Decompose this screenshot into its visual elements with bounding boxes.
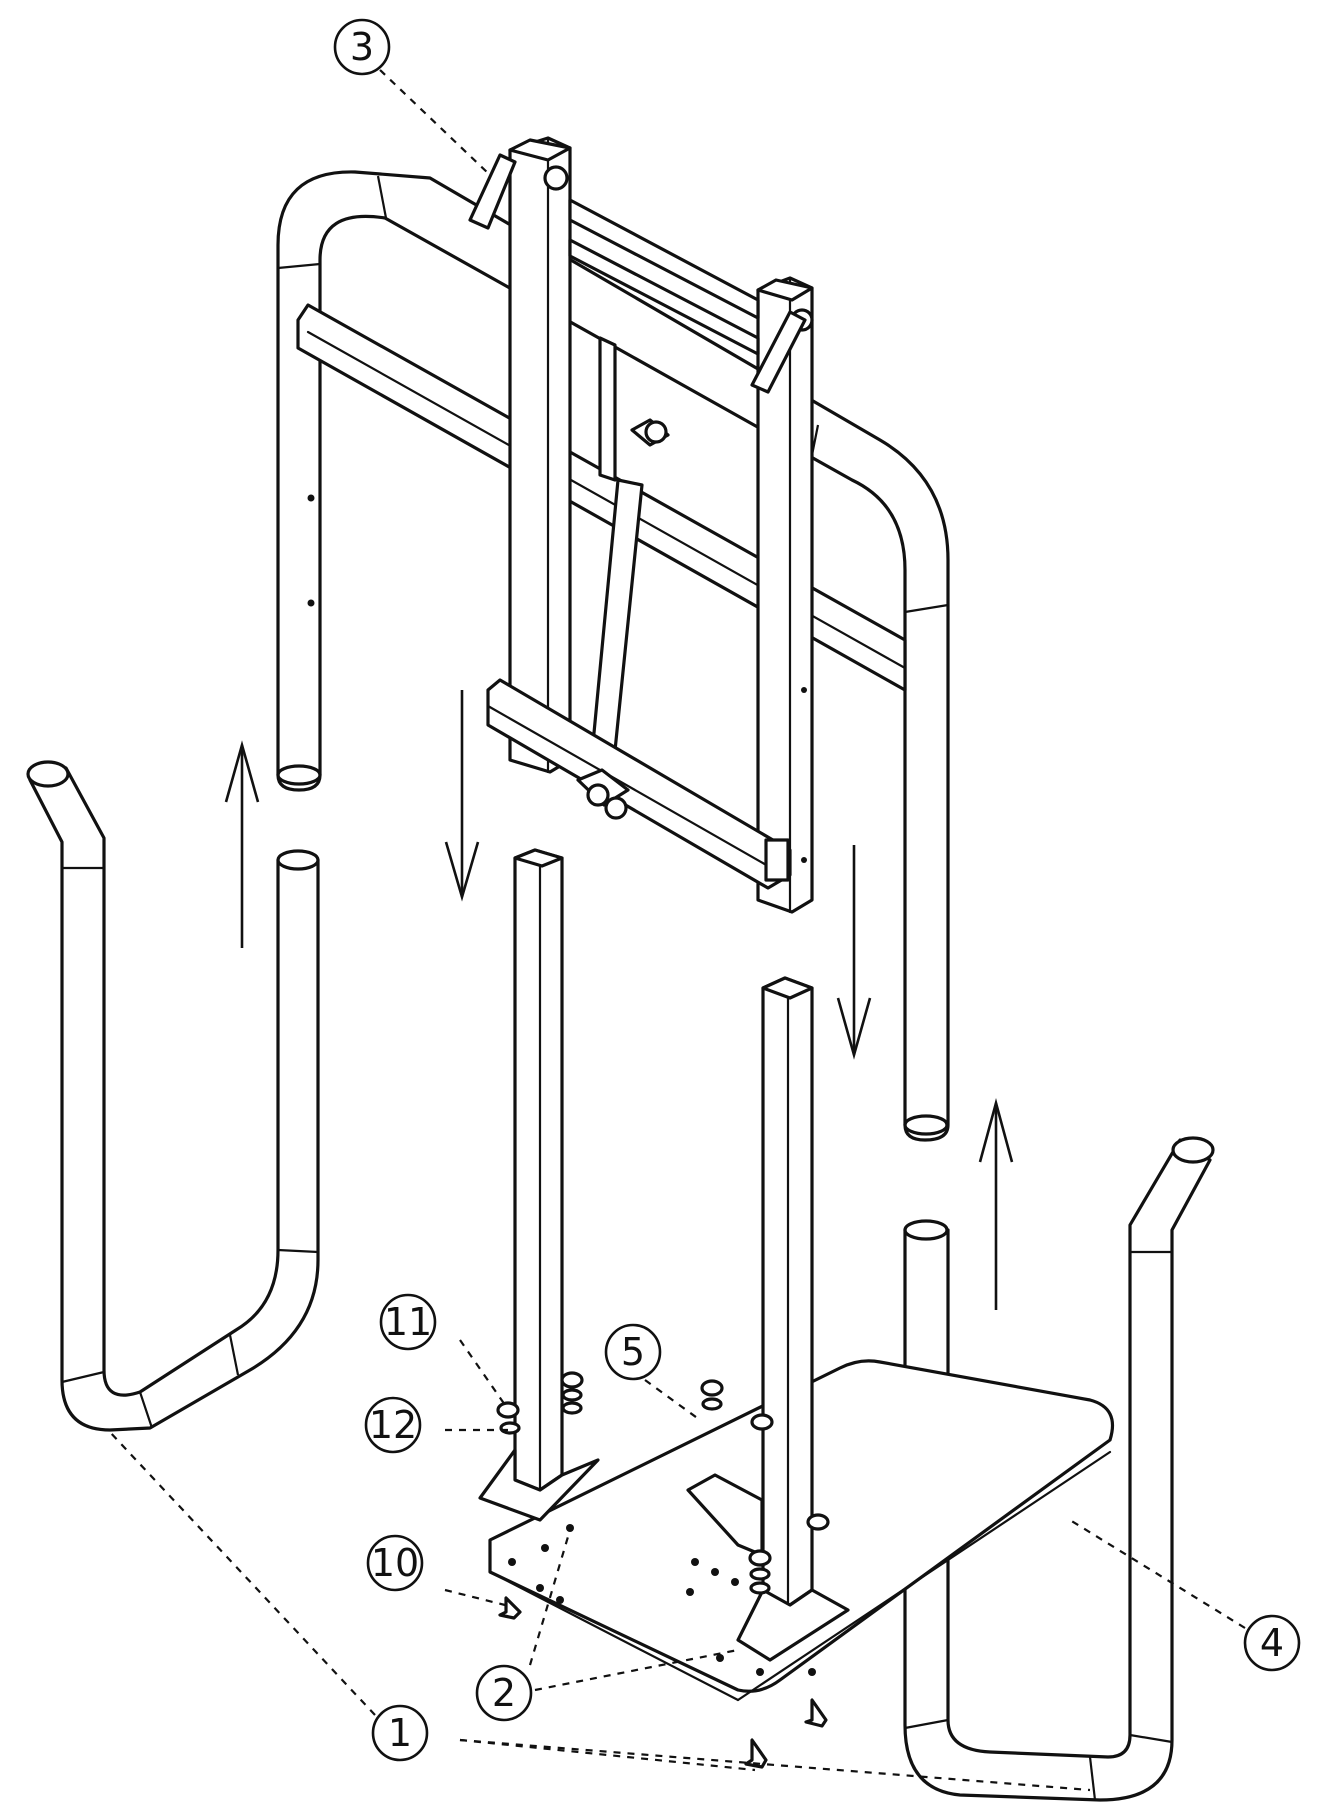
- down-arrow-center-left: [444, 690, 480, 902]
- callout-5-label: 5: [621, 1330, 645, 1374]
- fasteners: [496, 1371, 830, 1769]
- callout-2: 2: [475, 1664, 533, 1722]
- callout-10: 10: [366, 1534, 424, 1592]
- callout-4: 4: [1243, 1614, 1301, 1672]
- callout-12: 12: [364, 1396, 422, 1454]
- callout-3: 3: [333, 18, 391, 76]
- left-u-tube: [26, 760, 320, 1432]
- callout-12-label: 12: [369, 1403, 417, 1447]
- callout-11: 11: [379, 1293, 437, 1351]
- callout-4-label: 4: [1260, 1621, 1284, 1665]
- callout-5: 5: [604, 1323, 662, 1381]
- callout-10-label: 10: [371, 1541, 419, 1585]
- callout-1: 1: [371, 1704, 429, 1762]
- part-2-square-posts: [478, 848, 850, 1662]
- callout-3-label: 3: [350, 25, 374, 69]
- up-arrow-right: [978, 1098, 1014, 1310]
- callout-2-label: 2: [492, 1671, 516, 1715]
- part-3-mount-frame: [468, 136, 814, 914]
- callout-1-label: 1: [388, 1711, 412, 1755]
- right-u-tube: [903, 1136, 1215, 1802]
- part-5-bracket: [686, 1473, 764, 1557]
- base-plate-holes: [508, 1524, 816, 1676]
- down-arrow-center-right: [836, 845, 872, 1060]
- callout-11-label: 11: [384, 1300, 432, 1344]
- leader-lines: [107, 69, 1246, 1792]
- up-arrow-left: [224, 740, 260, 948]
